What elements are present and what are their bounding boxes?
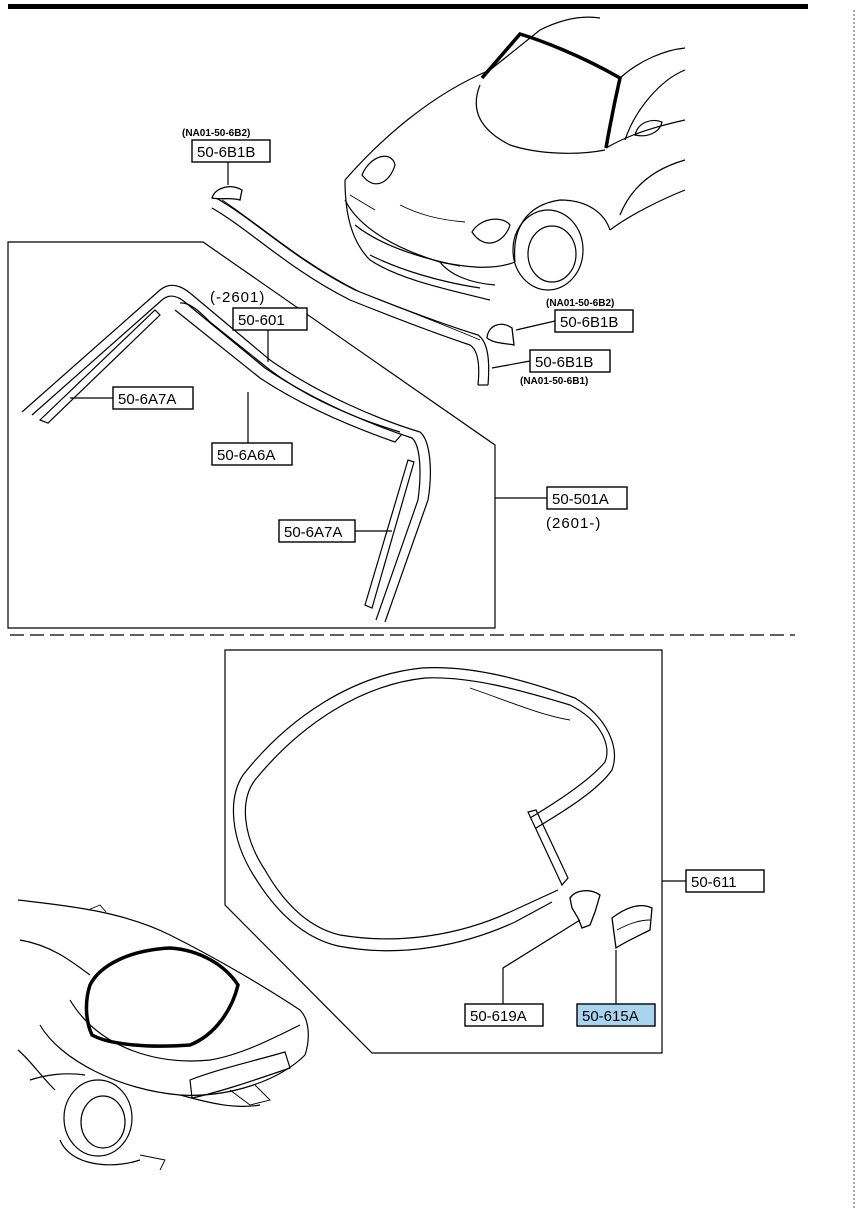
svg-text:50-6B1B: 50-6B1B: [197, 144, 255, 161]
windshield-molding-drawing: [21, 284, 431, 623]
svg-text:(2601-): (2601-): [546, 515, 601, 532]
callout-side-molding-right[interactable]: 50-6A7A: [278, 519, 392, 543]
rear-fastener-icon: [611, 904, 653, 950]
windshield-upper-molding: [211, 197, 490, 386]
svg-text:50-619A: 50-619A: [470, 1008, 527, 1025]
rear-window-seal-drawing: [232, 667, 615, 952]
svg-text:50-501A: 50-501A: [552, 491, 609, 508]
clip-right-icon: [486, 323, 515, 346]
svg-text:(NA01-50-6B2): (NA01-50-6B2): [182, 128, 250, 139]
callout-side-molding-left[interactable]: 50-6A7A: [70, 386, 194, 410]
svg-text:50-6B1B: 50-6B1B: [560, 314, 618, 331]
callout-rear-fastener[interactable]: 50-615A: [576, 950, 656, 1027]
callout-molding-kit[interactable]: 50-501A (2601-): [495, 486, 628, 532]
svg-text:50-601: 50-601: [238, 312, 285, 329]
rear-clip-icon: [569, 890, 601, 929]
clip-upper-left-icon: [211, 186, 243, 201]
front-car-illustration: [344, 16, 686, 301]
callout-molding-clip-right-lower[interactable]: 50-6B1B (NA01-50-6B1): [491, 349, 611, 387]
svg-text:50-6A7A: 50-6A7A: [284, 524, 342, 541]
callout-windshield-molding[interactable]: (-2601) 50-601: [210, 289, 308, 362]
svg-text:50-6A7A: 50-6A7A: [118, 391, 176, 408]
svg-text:50-6A6A: 50-6A6A: [217, 447, 275, 464]
top-border: [8, 4, 808, 9]
svg-text:50-615A: 50-615A: [582, 1008, 639, 1025]
callout-upper-molding[interactable]: 50-6A6A: [211, 392, 293, 466]
callout-molding-clip-upper-left[interactable]: (NA01-50-6B2) 50-6B1B: [182, 128, 271, 185]
svg-text:50-6B1B: 50-6B1B: [535, 354, 593, 371]
svg-text:(NA01-50-6B1): (NA01-50-6B1): [520, 376, 588, 387]
callout-rear-clip[interactable]: 50-619A: [464, 919, 581, 1027]
svg-text:(-2601): (-2601): [210, 289, 265, 306]
callout-rear-seal[interactable]: 50-611: [662, 869, 765, 893]
molding-kit-frame: [7, 241, 496, 629]
rear-seal-frame: [224, 649, 663, 1054]
callout-molding-clip-right-upper[interactable]: (NA01-50-6B2) 50-6B1B: [515, 298, 634, 333]
svg-text:(NA01-50-6B2): (NA01-50-6B2): [546, 298, 614, 309]
rear-car-illustration: [17, 899, 309, 1171]
svg-text:50-611: 50-611: [691, 874, 737, 891]
